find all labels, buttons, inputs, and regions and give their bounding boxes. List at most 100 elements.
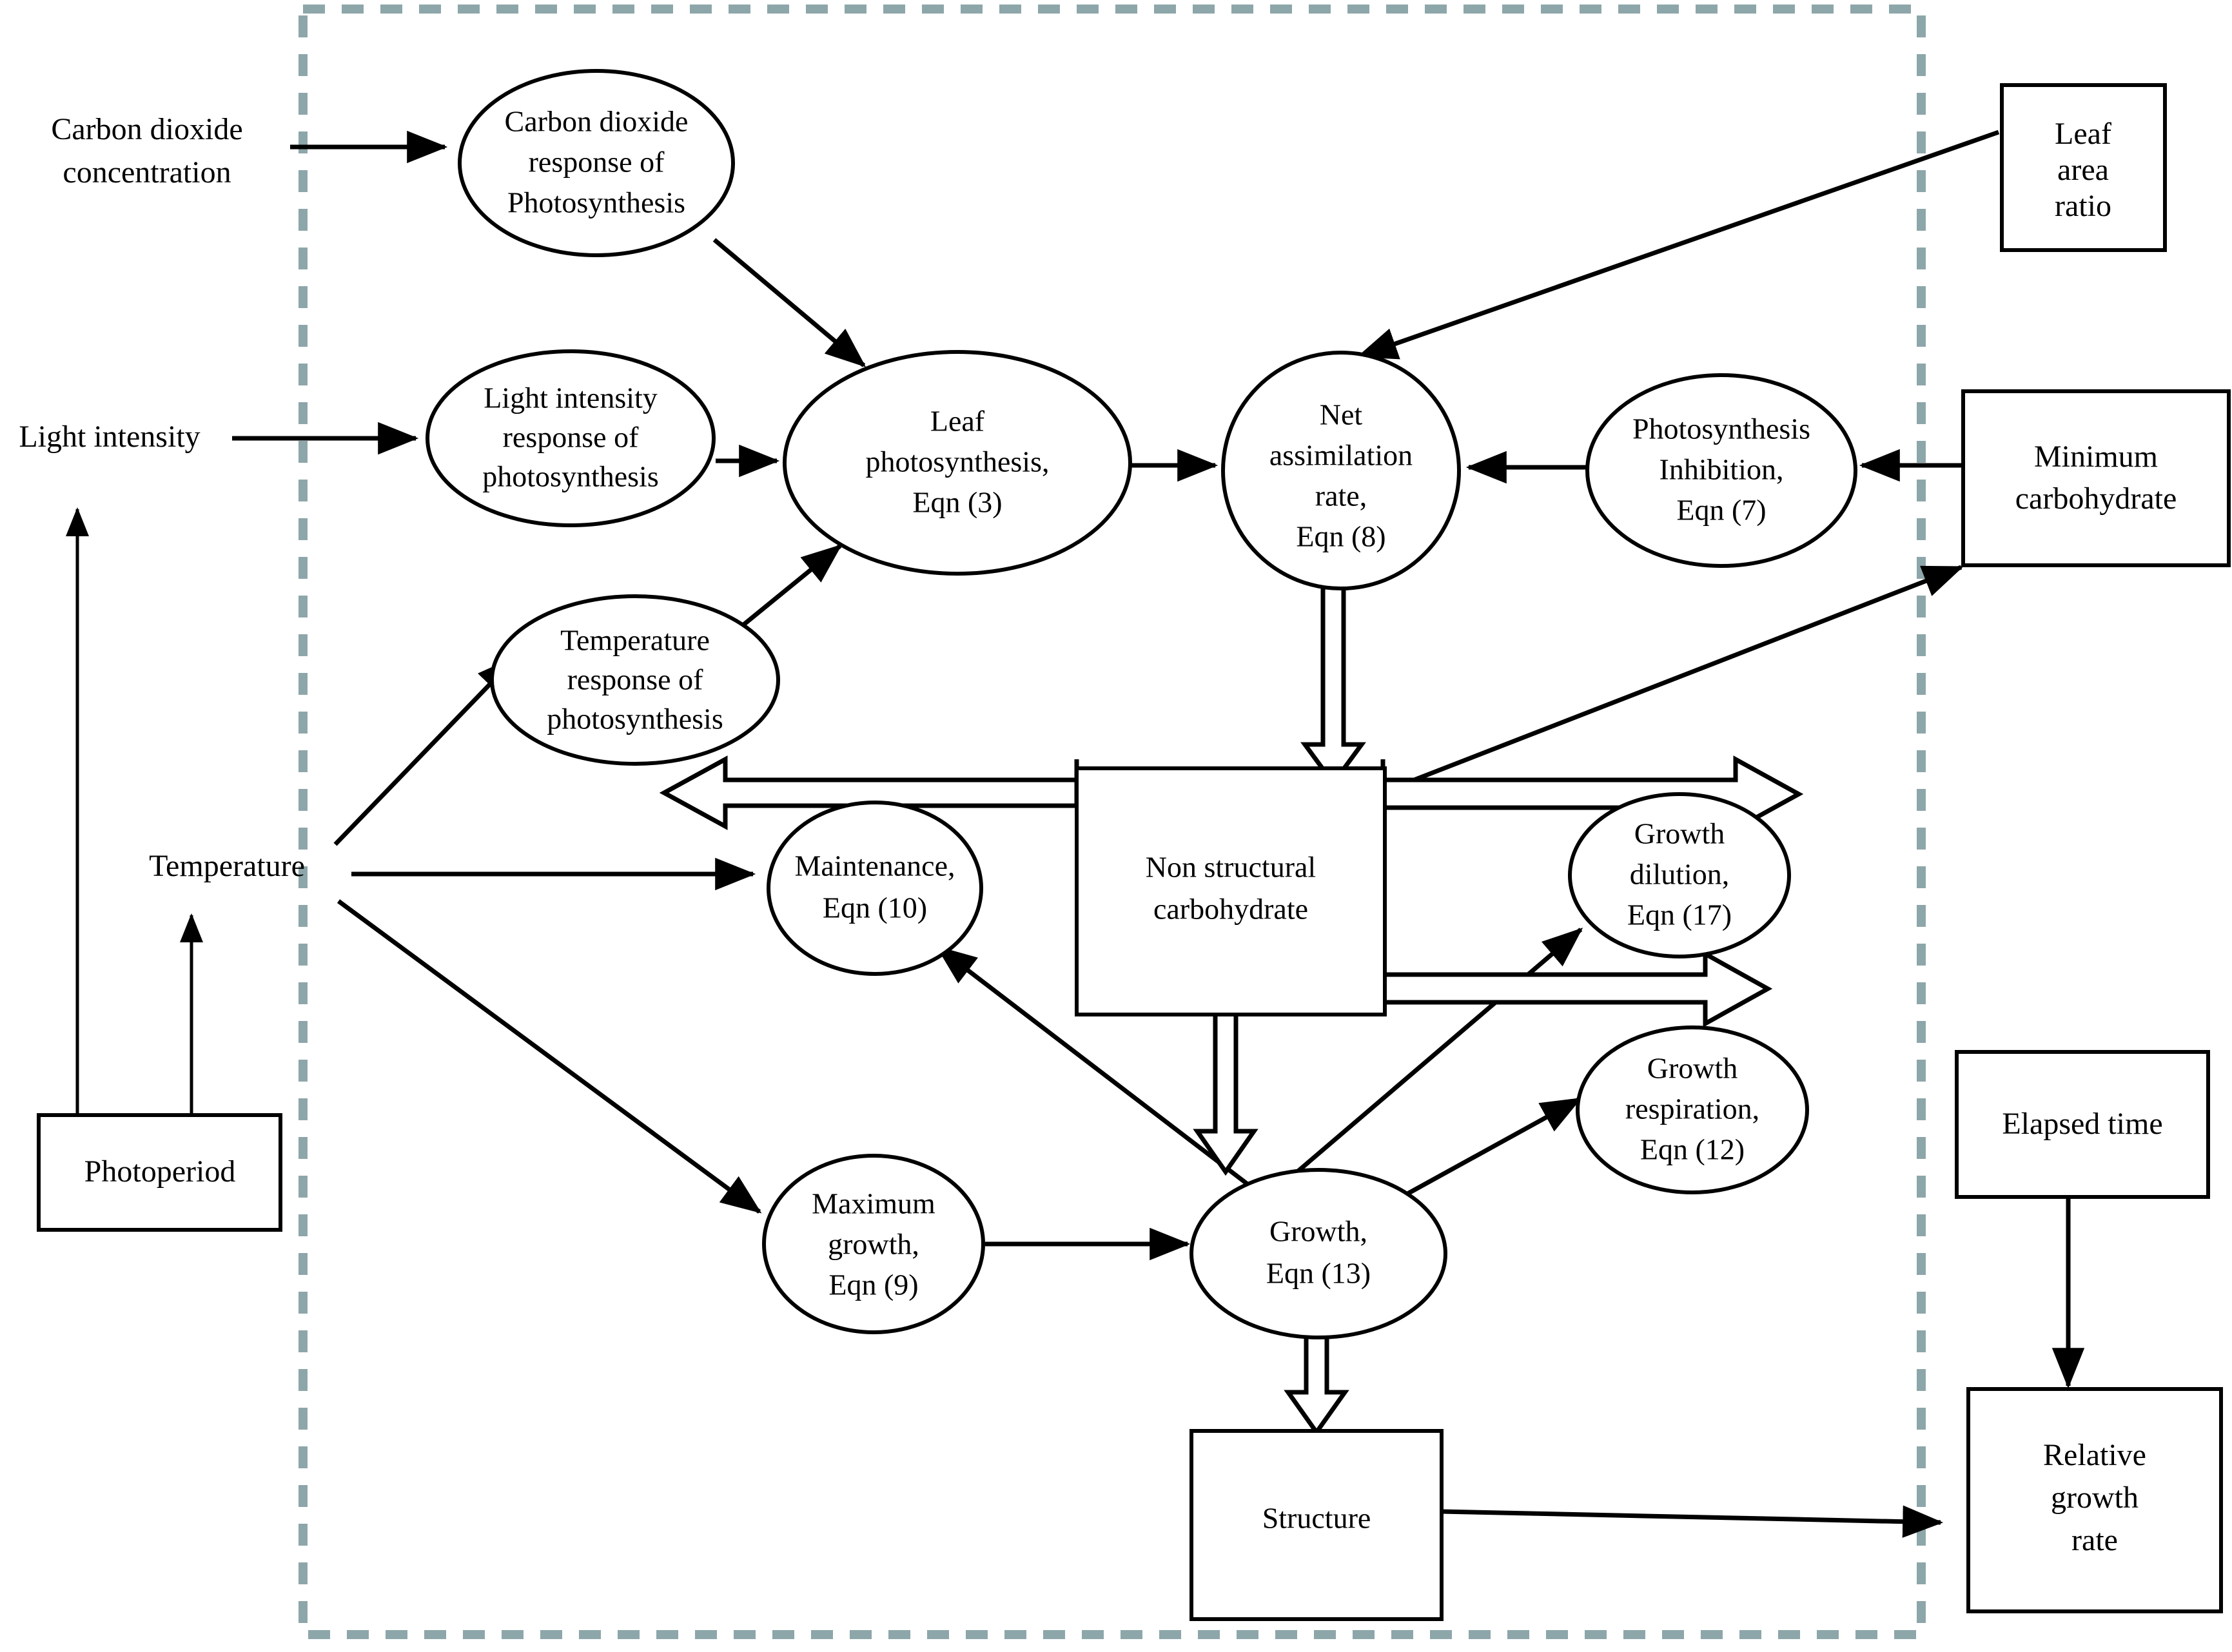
net-assimilation-rate-label-line3: rate, — [1315, 480, 1367, 512]
temperature-response-label-line1: Temperature — [560, 624, 710, 657]
non-structural-carbohydrate-label-line2: carbohydrate — [1153, 893, 1308, 926]
maintenance-label-line2: Eqn (10) — [823, 891, 927, 924]
temperature-response-ellipse — [490, 594, 780, 766]
process-node-maintenance: Maintenance, Eqn (10) — [767, 801, 983, 976]
minimum-carbohydrate-label-line2: carbohydrate — [2015, 481, 2177, 516]
maximum-growth-label-line3: Eqn (9) — [828, 1268, 918, 1301]
relative-growth-rate-label-line2: growth — [2051, 1481, 2139, 1515]
edge-growth-to-growthdilution — [1286, 928, 1583, 1181]
light-response-label-line2: response of — [503, 421, 639, 454]
leaf-area-ratio-label-line3: ratio — [2055, 189, 2111, 223]
external-input-leaf-area-ratio: Leaf area ratio — [2000, 83, 2167, 252]
process-node-growth-dilution: Growth dilution, Eqn (17) — [1568, 792, 1791, 958]
process-node-net-assimilation-rate: Net assimilation rate, Eqn (8) — [1221, 351, 1461, 590]
external-input-temperature: Temperature — [149, 849, 305, 883]
leaf-photosynthesis-label-line3: Eqn (3) — [912, 486, 1002, 519]
relative-growth-rate-label-line3: rate — [2071, 1523, 2118, 1557]
net-assimilation-rate-label-line1: Net — [1320, 398, 1363, 431]
edge-layer — [66, 130, 2085, 1538]
growth-dilution-label-line1: Growth — [1634, 817, 1725, 850]
edge-nsc-to-mincarb — [1333, 565, 1964, 813]
structure-box — [1189, 1429, 1444, 1621]
co2-concentration-label-line1: Carbon dioxide — [51, 112, 242, 146]
growth-label-line2: Eqn (13) — [1266, 1257, 1371, 1290]
photosynthesis-inhibition-label-line1: Photosynthesis — [1632, 413, 1810, 445]
process-node-leaf-photosynthesis: Leaf photosynthesis, Eqn (3) — [783, 350, 1132, 576]
light-response-ellipse — [426, 349, 716, 527]
edge-temperature-to-tempresponse — [333, 655, 518, 846]
leaf-area-ratio-label-line1: Leaf — [2055, 117, 2111, 151]
non-structural-carbohydrate-label-line1: Non structural — [1146, 851, 1316, 884]
light-response-label-line1: Light intensity — [484, 382, 658, 414]
growth-dilution-ellipse — [1568, 792, 1791, 958]
non-structural-carbohydrate-box — [1075, 766, 1387, 1016]
block-arrow-nsc-to-growthrespiration — [1380, 950, 1773, 1027]
growth-dilution-label-line3: Eqn (17) — [1627, 899, 1732, 931]
edge-temperature-to-maxgrowth — [337, 899, 762, 1214]
block-arrow-growth-to-structure — [1284, 1332, 1349, 1437]
external-input-light-intensity: Light intensity — [19, 420, 200, 454]
process-node-maximum-growth: Maximum growth, Eqn (9) — [762, 1154, 985, 1334]
maintenance-ellipse — [767, 801, 983, 976]
block-arrow-nar-to-nsc — [1300, 581, 1366, 787]
minimum-carbohydrate-box — [1961, 389, 2231, 567]
external-input-photoperiod: Photoperiod — [37, 1113, 282, 1232]
process-node-growth-respiration: Growth respiration, Eqn (12) — [1576, 1025, 1809, 1194]
external-input-minimum-carbohydrate: Minimum carbohydrate — [1961, 389, 2231, 567]
temperature-response-label-line2: response of — [567, 663, 703, 696]
co2-response-label-line3: Photosynthesis — [507, 186, 685, 219]
edge-tempresponse-to-leafphoto — [733, 544, 843, 634]
maximum-growth-label-line2: growth, — [828, 1228, 919, 1261]
growth-respiration-label-line1: Growth — [1647, 1052, 1738, 1085]
net-assimilation-rate-ellipse — [1221, 351, 1461, 590]
photosynthesis-inhibition-label-line2: Inhibition, — [1659, 453, 1784, 486]
leaf-area-ratio-label-line2: area — [2057, 153, 2109, 187]
temperature-label: Temperature — [149, 849, 305, 883]
minimum-carbohydrate-label-line1: Minimum — [2034, 440, 2158, 474]
edge-growth-to-growthrespiration — [1395, 1096, 1582, 1203]
leaf-photosynthesis-label-line2: photosynthesis, — [866, 445, 1050, 478]
relative-growth-rate-box — [1966, 1387, 2223, 1613]
light-response-label-line3: photosynthesis — [482, 460, 658, 493]
growth-respiration-label-line2: respiration, — [1625, 1093, 1759, 1125]
growth-respiration-ellipse — [1576, 1025, 1809, 1194]
co2-response-ellipse — [458, 69, 735, 257]
structure-label: Structure — [1262, 1502, 1371, 1535]
growth-ellipse — [1189, 1168, 1447, 1339]
maximum-growth-ellipse — [762, 1154, 985, 1334]
process-node-non-structural-carbohydrate: Non structural carbohydrate — [1075, 766, 1387, 1016]
process-node-structure: Structure — [1189, 1429, 1444, 1621]
process-node-light-response: Light intensity response of photosynthes… — [426, 349, 716, 527]
relative-growth-rate-label-line1: Relative — [2043, 1438, 2146, 1472]
process-node-photosynthesis-inhibition: Photosynthesis Inhibition, Eqn (7) — [1585, 373, 1857, 568]
leaf-area-ratio-box — [2000, 83, 2167, 252]
temperature-response-label-line3: photosynthesis — [547, 703, 723, 735]
co2-response-label-line1: Carbon dioxide — [505, 105, 689, 138]
process-node-temperature-response: Temperature response of photosynthesis — [490, 594, 780, 766]
maximum-growth-label-line1: Maximum — [812, 1187, 935, 1220]
photoperiod-box — [37, 1113, 282, 1232]
photoperiod-label: Photoperiod — [84, 1154, 236, 1189]
growth-dilution-label-line2: dilution, — [1630, 858, 1730, 891]
co2-response-label-line2: response of — [529, 146, 665, 179]
photosynthesis-inhibition-label-line3: Eqn (7) — [1676, 494, 1766, 527]
elapsed-time-label: Elapsed time — [2002, 1107, 2162, 1141]
elapsed-time-box — [1955, 1050, 2210, 1199]
net-assimilation-rate-label-line4: Eqn (8) — [1296, 520, 1385, 553]
net-assimilation-rate-label-line2: assimilation — [1269, 439, 1413, 472]
block-arrow-nsc-to-growth — [1193, 1011, 1258, 1176]
edge-growth-to-maintenance — [935, 946, 1269, 1201]
external-input-co2-concentration: Carbon dioxide concentration — [51, 112, 242, 189]
photosynthesis-inhibition-ellipse — [1585, 373, 1857, 568]
growth-respiration-label-line3: Eqn (12) — [1640, 1133, 1745, 1166]
growth-label-line1: Growth, — [1269, 1215, 1367, 1248]
light-intensity-label: Light intensity — [19, 420, 200, 454]
process-node-growth: Growth, Eqn (13) — [1189, 1168, 1447, 1339]
edge-leafarearatio-to-nar — [1356, 130, 2000, 360]
leaf-photosynthesis-ellipse — [783, 350, 1132, 576]
process-node-co2-response: Carbon dioxide response of Photosynthesi… — [458, 69, 735, 257]
edge-structure-to-rgr — [1440, 1505, 1944, 1538]
edge-co2response-to-leafphoto — [712, 238, 866, 367]
